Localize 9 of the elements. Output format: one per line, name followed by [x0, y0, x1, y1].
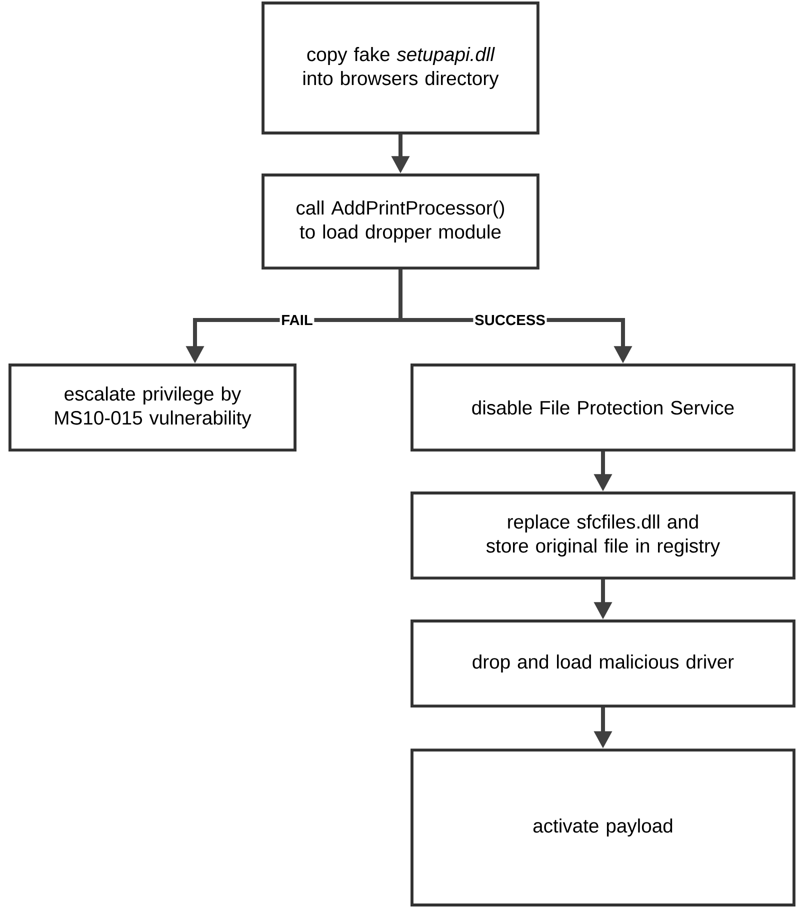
edge-label: FAIL [280, 314, 314, 326]
process-box: activate payload [410, 748, 796, 906]
process-box: escalate privilege by MS10-015 vulnerability [8, 364, 296, 452]
process-box: drop and load malicious driver [410, 620, 796, 708]
process-box: disable File Protection Service [410, 364, 796, 452]
process-box: replace sfcfiles.dll and store original file in registry [410, 492, 796, 580]
process-box: copy fake setupapi.dll into browsers directory [262, 2, 540, 134]
edge-label: SUCCESS [473, 313, 547, 327]
process-box: call AddPrintProcessor() to load dropper module [262, 174, 540, 270]
